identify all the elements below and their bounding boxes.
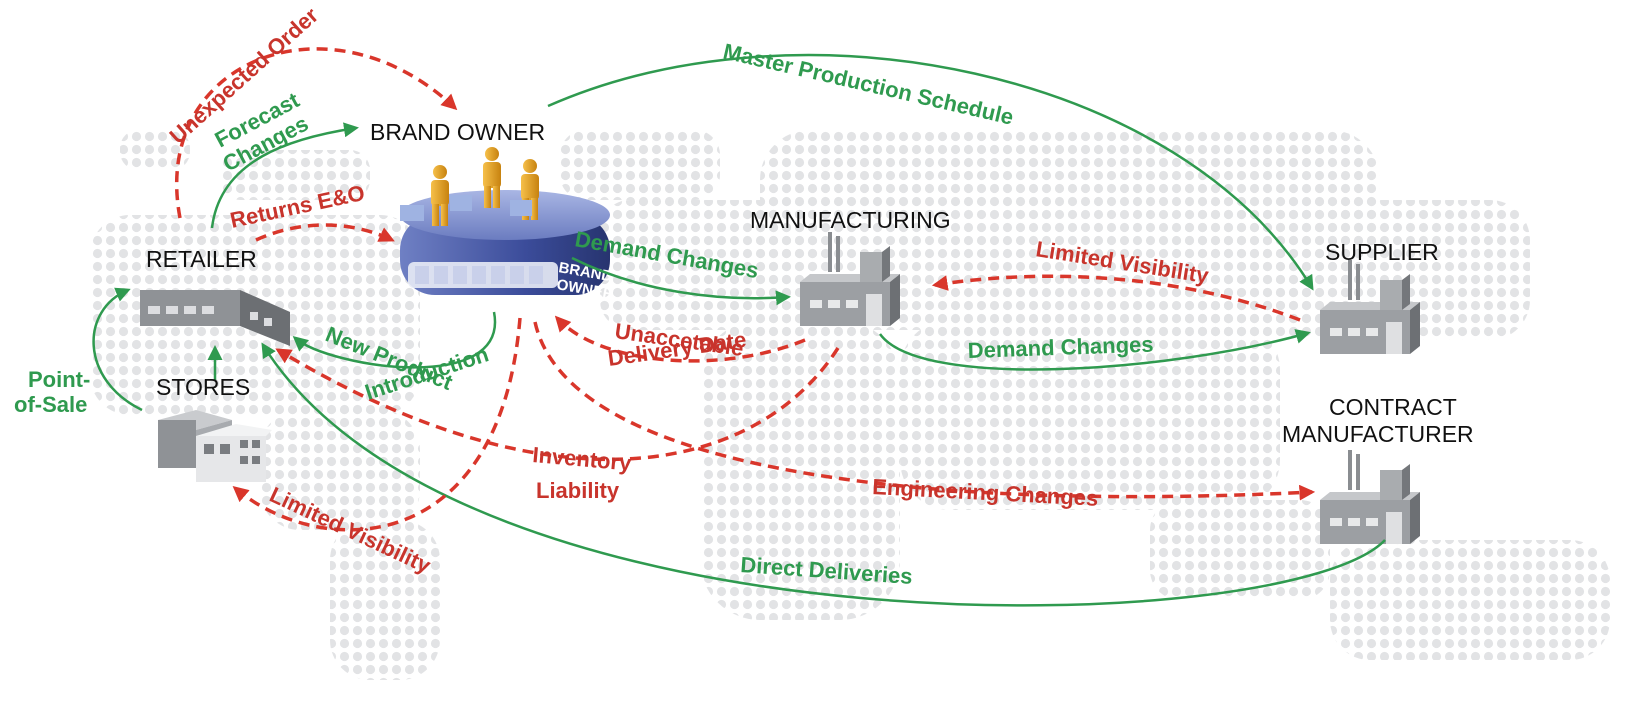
contract-manufacturer-label-line1: CONTRACT bbox=[1329, 394, 1457, 420]
master-production-arrow bbox=[547, 53, 1314, 291]
manufacturing-label: MANUFACTURING bbox=[750, 207, 951, 233]
retailer-building-icon bbox=[140, 290, 290, 346]
inventory-liability-arrow bbox=[275, 347, 840, 462]
limited-visibility-bottom-arrow bbox=[232, 317, 522, 532]
contract-manufacturer-label-line2: MANUFACTURER bbox=[1282, 421, 1474, 447]
unacceptable-delivery-arrow bbox=[554, 315, 806, 363]
demand-changes-top-arrow bbox=[571, 256, 791, 306]
inventory-label-line1: Inventory bbox=[532, 442, 634, 476]
demand-changes-bottom-arrow bbox=[878, 329, 1311, 371]
retailer-label: RETAILER bbox=[146, 246, 257, 272]
direct-deliveries-arrow bbox=[261, 342, 1386, 607]
point-of-sale-arrow bbox=[92, 287, 143, 412]
red-issue-arrows bbox=[175, 47, 1316, 532]
point-of-sale-label-line2: of-Sale bbox=[14, 392, 87, 417]
forecast-arrow bbox=[210, 122, 359, 229]
brand-owner-icon: BRAND OWNER bbox=[400, 147, 615, 303]
world-map-background bbox=[90, 130, 1610, 680]
unexpected-order-arrow bbox=[175, 47, 458, 219]
point-of-sale-label-line1: Point- bbox=[28, 367, 90, 392]
limited-visibility-top-arrow bbox=[931, 274, 1301, 322]
master-production-label: Master Production Schedule bbox=[721, 39, 1016, 130]
green-flow-arrows bbox=[92, 53, 1386, 607]
stores-label: STORES bbox=[156, 374, 250, 400]
stores-building-icon bbox=[158, 410, 272, 482]
brand-owner-label: BRAND OWNER bbox=[370, 119, 545, 145]
supplier-label: SUPPLIER bbox=[1325, 239, 1439, 265]
new-product-arrow bbox=[292, 311, 497, 369]
engineering-changes-arrow bbox=[533, 321, 1316, 501]
inventory-label-line2: Liability bbox=[536, 478, 620, 503]
contract-manufacturer-factory-icon bbox=[1320, 450, 1420, 544]
